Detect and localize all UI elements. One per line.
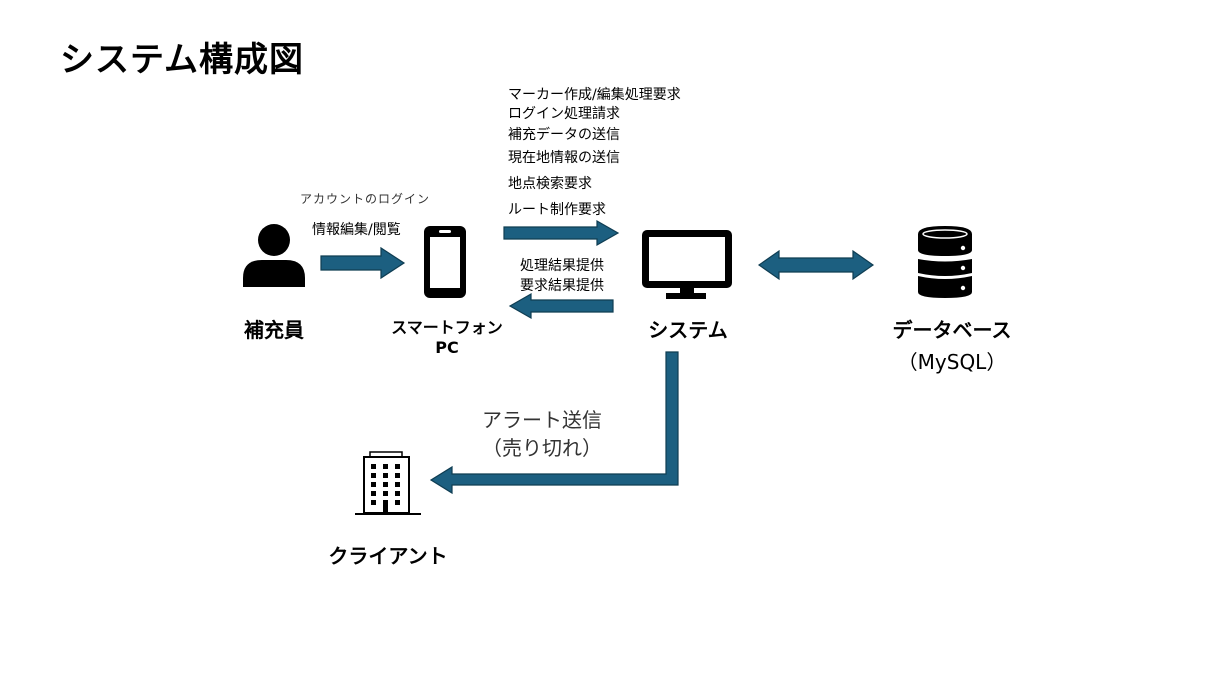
device-label-line1: スマートフォン	[391, 318, 503, 337]
request-label: 補充データの送信	[508, 127, 620, 143]
client-label: クライアント	[328, 544, 448, 568]
database-label: データベース	[892, 318, 1012, 342]
arrow-device-to-system	[503, 219, 620, 247]
response-label: 要求結果提供	[520, 278, 604, 294]
device-label-line2: PC	[435, 338, 459, 357]
request-label: 現在地情報の送信	[508, 150, 620, 166]
database-sublabel: （MySQL）	[897, 350, 1007, 374]
database-icon	[918, 226, 972, 298]
arrow-system-to-client	[429, 351, 679, 495]
alert-label-line1: アラート送信	[482, 408, 602, 432]
alert-edge-label: アラート送信 （売り切れ）	[482, 406, 602, 462]
request-label: ルート制作要求	[508, 202, 606, 218]
arrow-staff-to-device	[320, 246, 406, 280]
login-edge-label: アカウントのログイン	[300, 192, 431, 206]
request-label: マーカー作成/編集処理要求	[508, 87, 681, 103]
request-label: ログイン処理請求	[508, 106, 620, 122]
staff-label: 補充員	[244, 318, 304, 342]
response-labels: 処理結果提供 要求結果提供	[520, 256, 604, 296]
edit-view-edge-label: 情報編集/閲覧	[312, 222, 401, 238]
device-label: スマートフォン PC	[382, 318, 512, 358]
system-label: システム	[648, 318, 728, 342]
smartphone-icon	[424, 226, 466, 298]
page-title: システム構成図	[60, 40, 304, 80]
request-labels: マーカー作成/編集処理要求 ログイン処理請求 補充データの送信 現在地情報の送信…	[508, 84, 681, 221]
person-icon	[243, 224, 305, 287]
response-label: 処理結果提供	[520, 258, 604, 274]
request-label: 地点検索要求	[508, 176, 592, 192]
building-icon	[355, 451, 421, 515]
arrow-system-to-device	[508, 292, 614, 320]
monitor-icon	[642, 230, 732, 299]
arrow-system-database	[757, 249, 875, 281]
alert-label-line2: （売り切れ）	[482, 436, 602, 460]
